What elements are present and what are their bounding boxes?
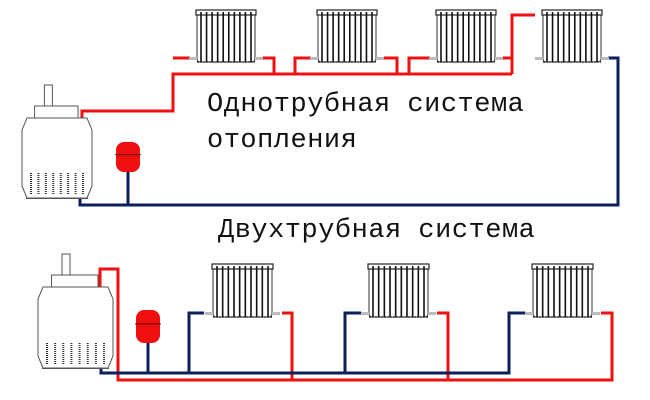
boiler (37, 253, 114, 369)
radiator-valve-left (205, 312, 213, 315)
radiator-body (532, 266, 593, 318)
radiator-2-outlet (384, 56, 399, 74)
radiator-valve-left (535, 57, 543, 60)
single-pipe-title: Однотрубная система (207, 90, 525, 120)
radiator-1-outlet (263, 56, 276, 74)
return-main (78, 56, 620, 207)
radiator-valve-left (189, 57, 197, 60)
radiator (535, 9, 609, 63)
supply-main (80, 72, 512, 118)
radiator-top-manifold (367, 263, 430, 270)
radiator-2-supply (437, 311, 450, 380)
radiator-valve-right (601, 57, 609, 60)
radiator (525, 263, 600, 318)
supply-line (98, 267, 614, 382)
radiator-top-manifold (195, 9, 257, 16)
radiator-valve-left (310, 57, 318, 60)
radiator-top-manifold (531, 263, 594, 270)
radiator-top-manifold (316, 9, 378, 16)
radiator (361, 263, 436, 318)
radiator-4-inlet (510, 13, 535, 74)
radiator-valve-right (592, 312, 600, 315)
boiler-cap (51, 274, 99, 288)
return-line (99, 311, 525, 375)
radiator (189, 9, 263, 63)
radiator-body (542, 12, 602, 63)
radiator-valve-left (429, 57, 437, 60)
radiator-body (368, 266, 429, 318)
radiator-top-manifold (541, 9, 603, 16)
radiator-2-inlet (293, 56, 311, 74)
radiator-top-manifold (211, 263, 274, 270)
radiator-top-manifold (435, 9, 497, 16)
boiler-body (37, 286, 114, 369)
radiator-valve-right (255, 57, 263, 60)
radiator (429, 9, 503, 63)
radiator-body (317, 12, 377, 63)
radiator-2-return (343, 311, 361, 373)
radiator-1-return (187, 311, 204, 373)
boiler-body (21, 117, 93, 199)
radiator-body (436, 12, 496, 63)
boiler (21, 84, 93, 199)
radiator-valve-left (361, 312, 369, 315)
boiler-chimney (61, 253, 71, 277)
boiler-chimney (43, 84, 53, 108)
radiator-valve-right (495, 57, 503, 60)
expansion-tank (116, 142, 140, 172)
radiator-3-inlet (407, 56, 430, 74)
boiler-base (26, 198, 88, 199)
radiator-body (196, 12, 256, 63)
radiator-valve-right (376, 57, 384, 60)
radiator-body (212, 266, 273, 318)
two-pipe-title: Двухтрубная система (218, 216, 536, 246)
radiator-valve-right (272, 312, 280, 315)
radiator-valve-right (428, 312, 436, 315)
radiator (310, 9, 384, 63)
boiler-base (42, 368, 109, 369)
radiator-1-supply (282, 311, 294, 380)
radiator (205, 263, 280, 318)
expansion-tank (136, 310, 160, 343)
boiler-cap (34, 105, 79, 119)
radiator-valve-left (525, 312, 533, 315)
single-pipe-title-line2: отопления (207, 126, 358, 156)
